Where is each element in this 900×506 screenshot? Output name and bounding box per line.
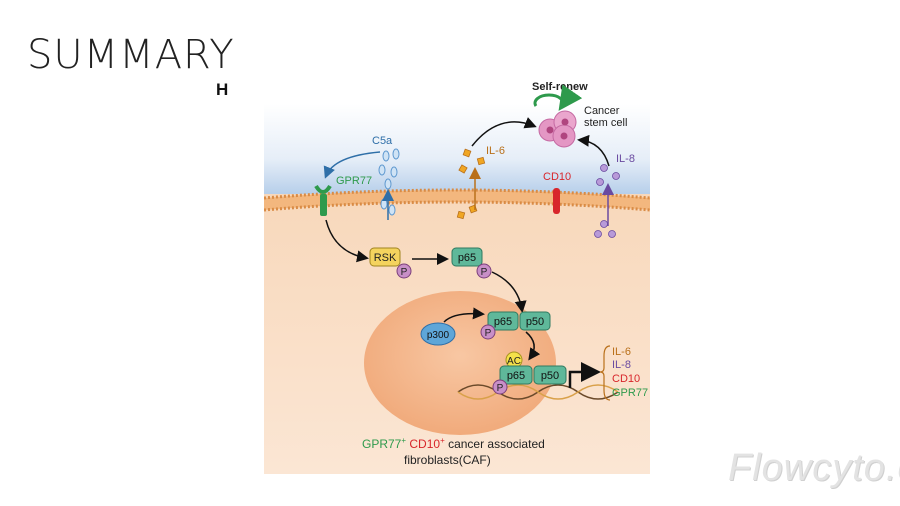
p65-cyto-label: p65 bbox=[458, 252, 476, 264]
rsk-phospho-label: P bbox=[401, 267, 408, 278]
caption-gpr77: GPR77 bbox=[362, 437, 402, 451]
self-renew-label: Self-renew bbox=[532, 81, 588, 93]
il8-molecules-icon bbox=[594, 164, 620, 238]
rsk-phospho-node bbox=[396, 263, 412, 279]
watermark: Flowcyto.cn bbox=[728, 447, 900, 489]
caption-sup-1: + bbox=[401, 436, 406, 445]
gene-list-brace bbox=[599, 345, 611, 401]
p65-nuc-label: p65 bbox=[494, 316, 512, 328]
slide-title: SUMMARY bbox=[27, 32, 235, 78]
panel-label: H bbox=[216, 80, 229, 99]
p65-cyto-phospho-node bbox=[476, 263, 492, 279]
il6-label: IL-6 bbox=[486, 145, 505, 157]
p300-node bbox=[420, 322, 456, 346]
transcription-start-arrow bbox=[568, 362, 601, 388]
p65-cyto-phospho-label: P bbox=[481, 267, 488, 278]
rsk-label: RSK bbox=[374, 252, 397, 264]
gene-cd10: CD10 bbox=[612, 373, 640, 385]
self-renew-arrow-icon bbox=[533, 84, 583, 111]
p65-nuc-phospho-label: P bbox=[485, 328, 492, 339]
p65-nuc-phospho-node bbox=[480, 324, 496, 340]
gene-il8: IL-8 bbox=[612, 359, 631, 371]
cancer-stem-cell-label-line1: Cancer bbox=[584, 105, 620, 117]
p50-dna-label: p50 bbox=[541, 370, 559, 382]
p50-dna-node bbox=[533, 365, 567, 385]
rsk-node bbox=[369, 247, 401, 267]
signaling-diagram: Self-renew Cancer stem cell C5a GPR77 IL… bbox=[264, 81, 650, 474]
il8-to-stem-cell-arrow bbox=[577, 134, 610, 167]
cd10-receptor-icon bbox=[553, 188, 560, 214]
cancer-stem-cell-label-line2: stem cell bbox=[584, 117, 627, 129]
p300-to-complex-arrow bbox=[443, 307, 485, 323]
p65-dna-label: p65 bbox=[507, 370, 525, 382]
c5a-binding-arrow bbox=[323, 151, 381, 179]
c5a-molecules-icon bbox=[378, 148, 400, 216]
caption-cd10: CD10 bbox=[409, 437, 440, 451]
caption-sup-2: + bbox=[440, 436, 445, 445]
complex-to-dna-arrow bbox=[525, 331, 541, 361]
gene-gpr77: GPR77 bbox=[612, 387, 648, 399]
caption-rest: cancer associated bbox=[445, 437, 545, 451]
p65-dna-node bbox=[499, 365, 533, 385]
gpr77-receptor-icon bbox=[314, 184, 332, 216]
caption-line1: GPR77+ CD10+ cancer associated bbox=[362, 436, 545, 451]
p65-dna-phospho-label: P bbox=[497, 383, 504, 394]
p50-nuc-label: p50 bbox=[526, 316, 544, 328]
p50-nuc-node bbox=[519, 311, 551, 331]
cd10-label: CD10 bbox=[543, 171, 571, 183]
dna-helix-icon bbox=[457, 384, 619, 400]
gpr77-label: GPR77 bbox=[336, 175, 372, 187]
p300-label: p300 bbox=[427, 330, 450, 341]
gpr77-to-rsk-arrow bbox=[325, 219, 369, 263]
p65-nuclear-translocation-arrow bbox=[491, 271, 527, 313]
il6-to-stem-cell-arrow bbox=[471, 117, 537, 147]
caption-line2: fibroblasts(CAF) bbox=[404, 453, 491, 467]
ac-label: AC bbox=[507, 356, 521, 367]
il8-label: IL-8 bbox=[616, 153, 635, 165]
cancer-stem-cell-icon bbox=[538, 110, 577, 148]
gene-il6: IL-6 bbox=[612, 346, 631, 358]
p65-cyto-node bbox=[451, 247, 483, 267]
c5a-label: C5a bbox=[372, 135, 393, 147]
p65-dna-phospho-node bbox=[492, 379, 508, 395]
p65-nuc-node bbox=[487, 311, 519, 331]
